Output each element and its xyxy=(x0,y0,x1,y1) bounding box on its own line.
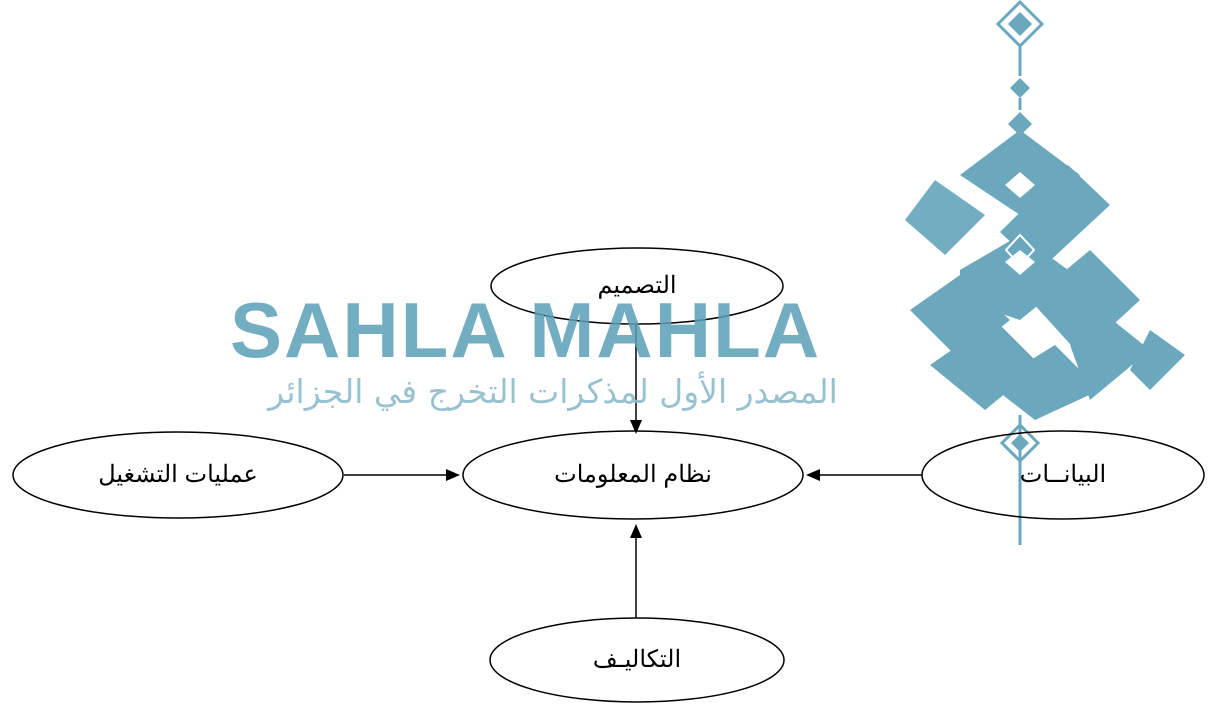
arrowhead-top xyxy=(630,420,642,434)
node-right-ellipse xyxy=(921,430,1205,520)
node-left-ellipse xyxy=(12,431,344,519)
node-center-label: نظام المعلومات xyxy=(554,461,712,488)
watermark-tagline: المصدر الأول لمذكرات التخرج في الجزائر xyxy=(268,372,838,411)
node-left-label: عمليات التشغيل xyxy=(98,461,258,488)
arrowhead-left xyxy=(446,469,460,481)
node-center-ellipse xyxy=(462,430,804,520)
node-top-label: التصميم xyxy=(597,272,677,299)
node-bottom-ellipse xyxy=(489,617,785,703)
node-top-ellipse xyxy=(490,247,784,325)
node-bottom-label: التكاليـف xyxy=(592,646,682,673)
arrowhead-right xyxy=(806,469,820,481)
arrowheads xyxy=(446,420,820,538)
arrowhead-bottom xyxy=(630,524,642,538)
watermark-brand: SAHLA MAHLA xyxy=(230,286,822,374)
node-right-label: البيانــات xyxy=(1019,461,1107,488)
connectors xyxy=(344,324,922,618)
calligraphy-logo xyxy=(905,0,1185,545)
nodes xyxy=(12,247,1205,703)
